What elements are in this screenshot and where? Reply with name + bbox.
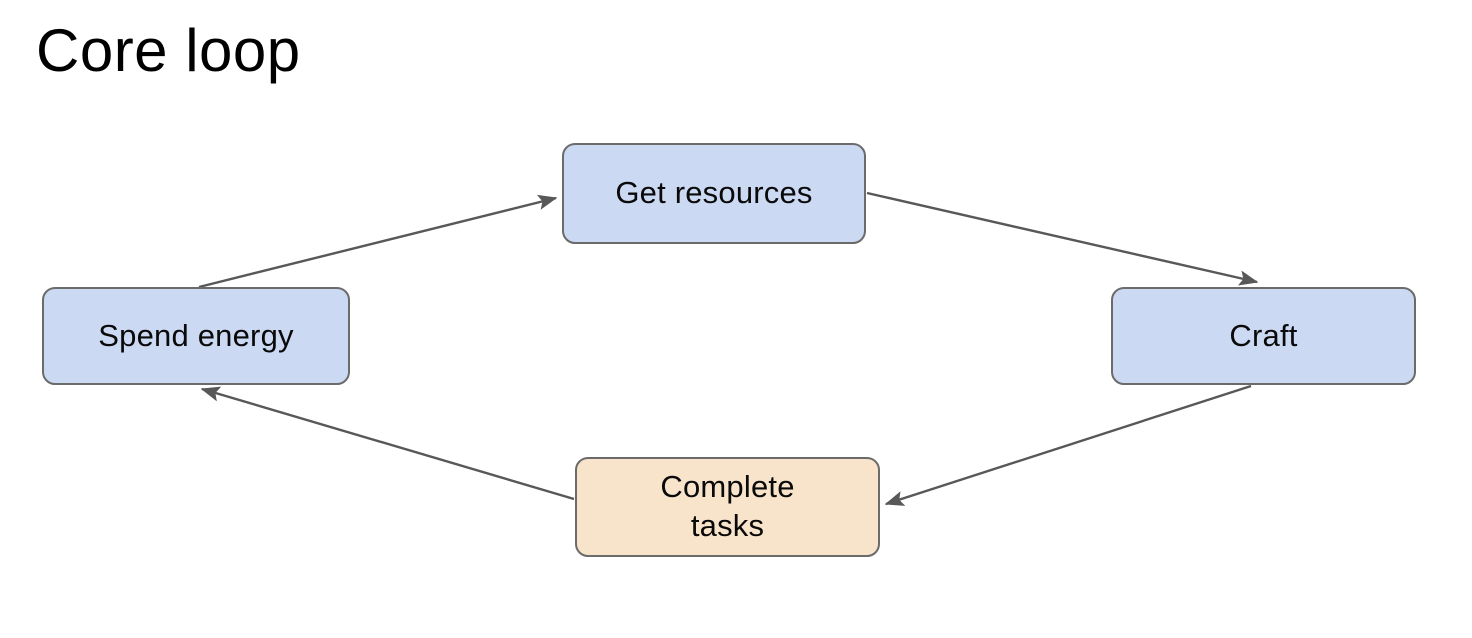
node-complete-tasks-label: Complete tasks: [660, 469, 795, 543]
node-craft-label: Craft: [1229, 317, 1298, 353]
edge-get-resources-to-craft: [866, 191, 1259, 286]
node-spend-energy-label: Spend energy: [98, 317, 294, 353]
node-spend-energy[interactable]: Spend energy: [42, 287, 350, 385]
page-title: Core loop: [36, 17, 301, 84]
edge-craft-to-complete-tasks: [884, 384, 1252, 506]
node-complete-tasks[interactable]: Complete tasks: [575, 457, 880, 557]
node-get-resources[interactable]: Get resources: [562, 143, 866, 244]
node-get-resources-label: Get resources: [615, 175, 813, 211]
edge-complete-tasks-to-spend-energy: [200, 386, 575, 501]
node-craft[interactable]: Craft: [1111, 287, 1416, 385]
edge-spend-energy-to-get-resources: [198, 194, 558, 289]
